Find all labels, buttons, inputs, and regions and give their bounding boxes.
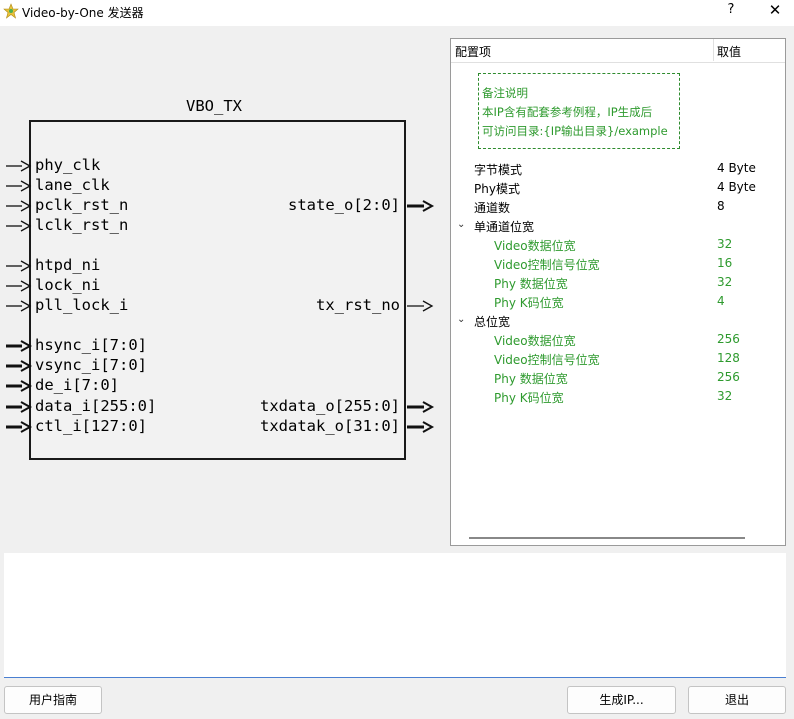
- input-port-label: vsync_i[7:0]: [35, 356, 147, 374]
- window-title: Video-by-One 发送器: [22, 6, 144, 20]
- input-port-label: pll_lock_i: [35, 296, 129, 314]
- output-port-arrow: [407, 300, 434, 312]
- chevron-down-icon[interactable]: ⌄: [457, 314, 466, 325]
- input-port-label: pclk_rst_n: [35, 196, 129, 214]
- output-port-arrow: [407, 401, 435, 413]
- property-item-label[interactable]: Phy K码位宽: [494, 391, 564, 405]
- output-port-arrow: [407, 421, 435, 433]
- block-box: [29, 120, 406, 460]
- property-group-label[interactable]: 总位宽: [474, 315, 511, 329]
- input-port-label: de_i[7:0]: [35, 376, 119, 394]
- property-item-value[interactable]: 32: [717, 389, 733, 403]
- property-item-value[interactable]: 128: [717, 351, 740, 365]
- property-item-value[interactable]: 32: [717, 275, 733, 289]
- input-port-arrow: [6, 180, 32, 192]
- input-port-arrow: [6, 340, 33, 352]
- property-item-value[interactable]: 256: [717, 370, 740, 384]
- input-port-arrow: [6, 200, 32, 212]
- note-title: 备注说明: [482, 86, 528, 100]
- property-item-label[interactable]: Video数据位宽: [494, 334, 576, 348]
- exit-button[interactable]: 退出: [688, 686, 786, 714]
- property-row-label[interactable]: Phy模式: [474, 182, 520, 196]
- input-port-arrow: [6, 300, 32, 312]
- input-port-label: phy_clk: [35, 156, 101, 174]
- horizontal-scrollbar[interactable]: [469, 537, 745, 539]
- generate-ip-button[interactable]: 生成IP...: [567, 686, 676, 714]
- user-guide-button[interactable]: 用户指南: [4, 686, 102, 714]
- input-port-arrow: [6, 280, 32, 292]
- input-port-label: htpd_ni: [35, 256, 101, 274]
- title-bar: Video-by-One 发送器 ? ✕: [0, 0, 794, 26]
- note-box: [478, 73, 680, 149]
- property-row-value[interactable]: 4 Byte: [717, 180, 756, 194]
- note-line-1: 本IP含有配套参考例程，IP生成后: [482, 105, 653, 119]
- input-port-arrow: [6, 360, 33, 372]
- header-value: 取值: [717, 45, 742, 59]
- block-diagram: VBO_TX phy_clk lane_clk pclk_rst_n lclk_rst…: [0, 26, 450, 552]
- output-port-label: txdata_o[255:0]: [260, 397, 400, 415]
- input-port-label: lclk_rst_n: [35, 216, 129, 234]
- input-port-arrow: [6, 260, 32, 272]
- property-group-label[interactable]: 单通道位宽: [474, 220, 535, 234]
- input-port-arrow: [6, 380, 33, 392]
- property-item-value[interactable]: 16: [717, 256, 733, 270]
- property-item-label[interactable]: Video控制信号位宽: [494, 353, 600, 367]
- property-item-value[interactable]: 4: [717, 294, 725, 308]
- close-button[interactable]: ✕: [768, 1, 782, 19]
- app-logo-icon: [3, 3, 19, 19]
- input-port-label: lock_ni: [35, 276, 101, 294]
- header-divider: [713, 39, 714, 61]
- input-port-label: lane_clk: [35, 176, 110, 194]
- output-port-arrow: [407, 200, 435, 212]
- input-port-label: data_i[255:0]: [35, 397, 157, 415]
- chevron-down-icon[interactable]: ⌄: [457, 219, 466, 230]
- log-output[interactable]: [4, 553, 786, 678]
- property-item-value[interactable]: 32: [717, 237, 733, 251]
- block-title: VBO_TX: [186, 97, 242, 115]
- property-item-label[interactable]: Phy 数据位宽: [494, 372, 568, 386]
- property-item-label[interactable]: Video控制信号位宽: [494, 258, 600, 272]
- property-item-label[interactable]: Video数据位宽: [494, 239, 576, 253]
- help-button[interactable]: ?: [727, 2, 735, 17]
- input-port-label: ctl_i[127:0]: [35, 417, 147, 435]
- property-item-label[interactable]: Phy K码位宽: [494, 296, 564, 310]
- property-item-label[interactable]: Phy 数据位宽: [494, 277, 568, 291]
- property-row-value[interactable]: 4 Byte: [717, 161, 756, 175]
- output-port-label: tx_rst_no: [316, 296, 400, 314]
- input-port-arrow: [6, 421, 33, 433]
- property-header: 配置项 取值: [451, 39, 785, 63]
- input-port-arrow: [6, 401, 33, 413]
- header-name: 配置项: [455, 45, 492, 59]
- property-row-label[interactable]: 字节模式: [474, 163, 523, 177]
- note-line-2: 可访问目录:{IP输出目录}/example: [482, 124, 668, 138]
- input-port-arrow: [6, 220, 32, 232]
- input-port-arrow: [6, 160, 32, 172]
- property-row-label[interactable]: 通道数: [474, 201, 511, 215]
- input-port-label: hsync_i[7:0]: [35, 336, 147, 354]
- property-item-value[interactable]: 256: [717, 332, 740, 346]
- property-panel[interactable]: 配置项 取值 备注说明 本IP含有配套参考例程，IP生成后 可访问目录:{IP输…: [450, 38, 786, 546]
- port-arrows: [6, 160, 435, 433]
- property-row-value[interactable]: 8: [717, 199, 725, 213]
- output-port-label: state_o[2:0]: [288, 196, 400, 214]
- output-port-label: txdatak_o[31:0]: [260, 417, 400, 435]
